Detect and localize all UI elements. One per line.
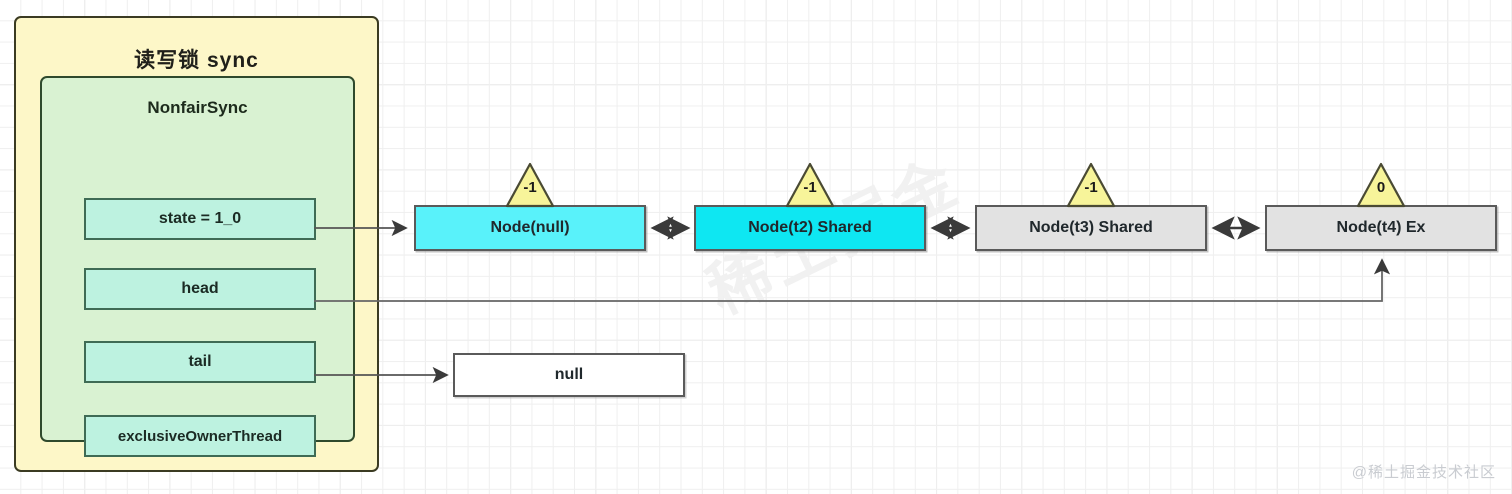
field-head: head (84, 268, 316, 310)
field-state: state = 1_0 (84, 198, 316, 240)
node-null: -1 Node(null) (414, 162, 646, 251)
field-head-label: head (181, 280, 219, 297)
owner-null-label: null (554, 366, 584, 383)
waitstatus-value-node-t3: -1 (1084, 179, 1098, 196)
waitstatus-badge-node-t3: -1 (1066, 162, 1116, 208)
waitstatus-value-node-null: -1 (523, 179, 537, 196)
waitstatus-value-node-t4: 0 (1376, 179, 1386, 196)
nonfair-sync-title: NonfairSync (147, 98, 248, 117)
connector-tail-to-node-t4 (314, 258, 1391, 302)
field-exclusive-owner-thread: exclusiveOwnerThread (84, 415, 316, 457)
waitstatus-badge-node-t2: -1 (785, 162, 835, 208)
waitstatus-badge-node-null: -1 (505, 162, 555, 208)
field-tail: tail (84, 341, 316, 383)
field-exclusive-owner-thread-label: exclusiveOwnerThread (117, 427, 283, 445)
field-tail-label: tail (188, 353, 212, 370)
node-t4-label: Node(t4) Ex (1336, 219, 1426, 236)
node-null-label: Node(null) (490, 219, 570, 236)
corner-watermark: @稀土掘金技术社区 (1351, 464, 1496, 481)
sync-outer-box: 读写锁 sync NonfairSync state = 1_0 head ta… (14, 16, 379, 472)
node-t3-label: Node(t3) Shared (1029, 219, 1153, 236)
owner-null-box: null (453, 353, 685, 397)
waitstatus-badge-node-t4: 0 (1356, 162, 1406, 208)
node-t4-exclusive: 0 Node(t4) Ex (1265, 162, 1497, 251)
node-t2-shared: -1 Node(t2) Shared (694, 162, 926, 251)
node-t2-label: Node(t2) Shared (748, 219, 872, 236)
waitstatus-value-node-t2: -1 (803, 179, 817, 196)
node-t3-shared: -1 Node(t3) Shared (975, 162, 1207, 251)
sync-title: 读写锁 sync (134, 49, 259, 72)
nonfair-sync-box: NonfairSync state = 1_0 head tail exclus… (40, 76, 355, 457)
field-state-label: state = 1_0 (158, 210, 242, 227)
